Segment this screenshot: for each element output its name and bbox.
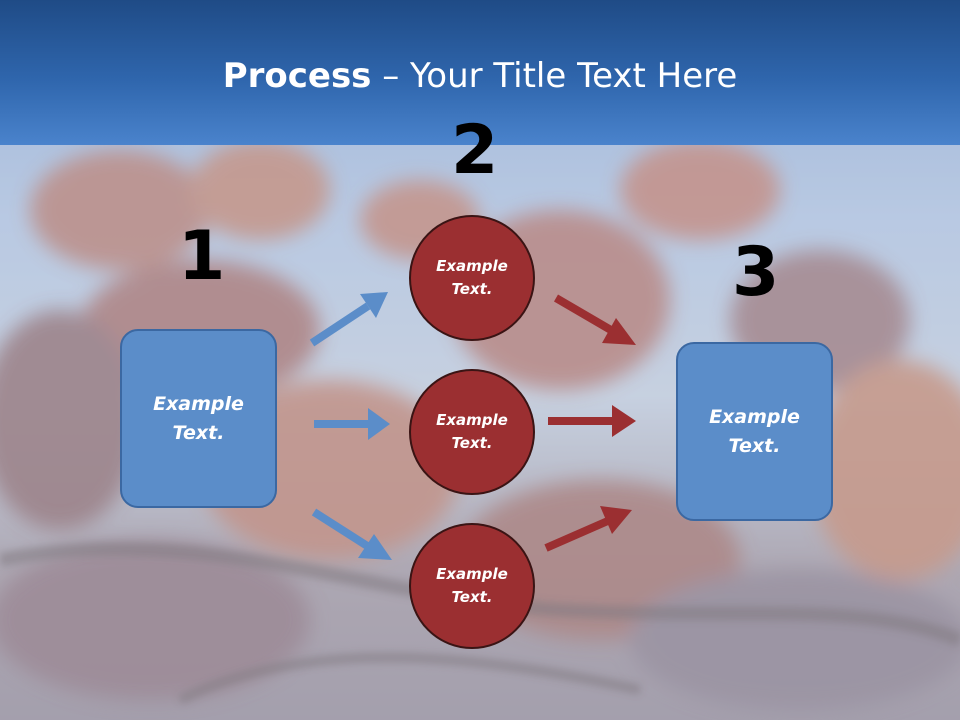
circle-top: Example Text.	[409, 215, 535, 341]
circle-middle-text: Example Text.	[436, 411, 508, 452]
title-bold: Process	[222, 56, 372, 96]
left-box-text: Example Text.	[153, 392, 244, 444]
red-arrow-down	[553, 294, 636, 345]
circle-bottom-text: Example Text.	[436, 565, 508, 606]
title-rest: – Your Title Text Here	[371, 56, 738, 96]
right-process-box: Example Text.	[676, 342, 833, 521]
left-process-box: Example Text.	[120, 329, 277, 508]
step-number-3: 3	[732, 233, 780, 312]
step-number-1: 1	[178, 217, 226, 296]
slide-title: Process – Your Title Text Here	[0, 56, 960, 96]
circle-top-text: Example Text.	[436, 257, 508, 298]
red-arrow-up	[544, 506, 632, 552]
red-arrow-middle	[548, 405, 636, 437]
step-number-2: 2	[451, 111, 499, 190]
circle-bottom: Example Text.	[409, 523, 535, 649]
blue-arrow-middle	[314, 408, 390, 440]
right-box-text: Example Text.	[709, 405, 800, 457]
blue-arrow-down	[311, 508, 392, 560]
circle-middle: Example Text.	[409, 369, 535, 495]
blue-arrow-up	[309, 292, 388, 347]
title-bar: Process – Your Title Text Here	[0, 0, 960, 145]
